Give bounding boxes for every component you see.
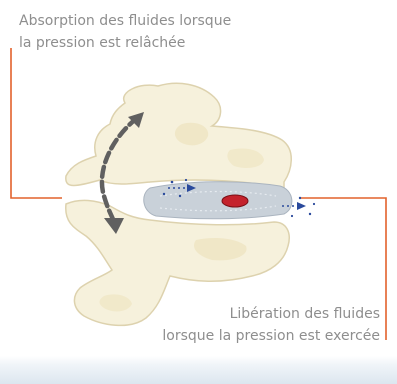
callout-line-absorption [11, 48, 62, 198]
release-caption-line1: Libération des fluides [162, 303, 380, 325]
bottom-gradient-band [0, 356, 397, 384]
intervertebral-disc [144, 182, 292, 219]
absorption-caption: Absorption des fluides lorsque la pressi… [19, 10, 231, 54]
release-caption: Libération des fluides lorsque la pressi… [162, 303, 380, 347]
absorption-caption-line1: Absorption des fluides lorsque [19, 10, 231, 32]
release-caption-line2: lorsque la pression est exercée [162, 325, 380, 347]
upper-vertebra [66, 83, 291, 188]
disc-nucleus [222, 195, 248, 207]
absorption-caption-line2: la pression est relâchée [19, 32, 231, 54]
